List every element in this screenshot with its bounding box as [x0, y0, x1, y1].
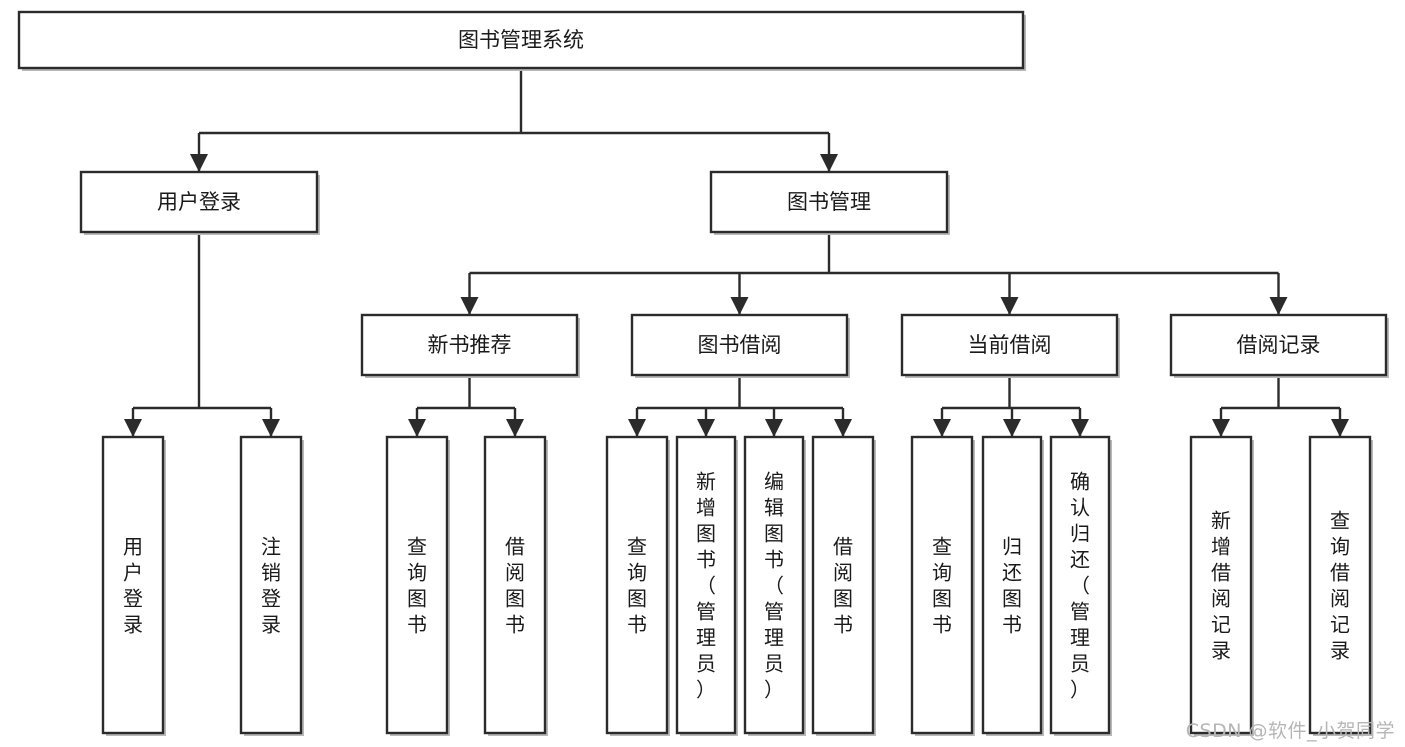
node-label-leaf-borrow-book-1: 借阅图书	[505, 534, 525, 636]
node-box-user-login[interactable]	[79, 170, 319, 234]
node-leaf-add-book[interactable]: 新增图书（管理员）	[675, 435, 738, 736]
node-leaf-return-book[interactable]: 归还图书	[981, 435, 1044, 736]
node-box-new-book-recommend[interactable]	[360, 313, 579, 377]
arrow-head-icon	[1212, 419, 1230, 437]
arrow-head-icon	[834, 419, 852, 437]
node-box-current-borrow[interactable]	[900, 313, 1119, 377]
connector-layer	[124, 68, 1349, 437]
arrow-head-icon	[262, 419, 280, 437]
node-label-leaf-confirm-return: 确认归还（管理员）	[1070, 469, 1090, 701]
node-leaf-logout[interactable]: 注销登录	[239, 435, 304, 736]
node-label-book-borrow: 图书借阅	[698, 333, 782, 357]
node-box-leaf-return-book[interactable]	[981, 435, 1043, 735]
node-user-login[interactable]: 用户登录	[79, 170, 320, 235]
node-layer: 图书管理系统用户登录图书管理新书推荐图书借阅当前借阅借阅记录用户登录注销登录查询…	[17, 10, 1389, 736]
arrow-head-icon	[628, 419, 646, 437]
node-box-leaf-add-record[interactable]	[1189, 435, 1253, 735]
node-label-root: 图书管理系统	[458, 28, 584, 52]
node-leaf-query-book-2[interactable]: 查询图书	[605, 435, 670, 736]
node-box-leaf-user-login[interactable]	[101, 435, 165, 735]
node-label-leaf-query-book-3: 查询图书	[932, 534, 952, 636]
node-label-leaf-edit-book: 编辑图书（管理员）	[764, 469, 784, 701]
node-label-leaf-add-record: 新增借阅记录	[1211, 508, 1231, 662]
node-label-leaf-query-book-2: 查询图书	[627, 534, 647, 636]
node-label-leaf-add-book: 新增图书（管理员）	[696, 469, 716, 701]
node-box-leaf-query-record[interactable]	[1308, 435, 1372, 735]
node-leaf-edit-book[interactable]: 编辑图书（管理员）	[743, 435, 806, 736]
node-label-new-book-recommend: 新书推荐	[428, 333, 512, 357]
node-box-leaf-add-book[interactable]	[675, 435, 737, 735]
arrow-head-icon	[1003, 419, 1021, 437]
arrow-head-icon	[820, 154, 838, 172]
node-leaf-borrow-book-2[interactable]: 借阅图书	[811, 435, 876, 736]
node-box-leaf-logout[interactable]	[239, 435, 303, 735]
node-book-borrow[interactable]: 图书借阅	[630, 313, 850, 378]
node-leaf-add-record[interactable]: 新增借阅记录	[1189, 435, 1254, 736]
node-leaf-query-record[interactable]: 查询借阅记录	[1308, 435, 1373, 736]
node-label-leaf-logout: 注销登录	[261, 534, 281, 636]
node-root[interactable]: 图书管理系统	[17, 10, 1026, 71]
node-box-leaf-borrow-book-1[interactable]	[483, 435, 547, 735]
node-box-leaf-borrow-book-2[interactable]	[811, 435, 875, 735]
node-box-book-manage[interactable]	[709, 170, 949, 234]
node-leaf-user-login[interactable]: 用户登录	[101, 435, 166, 736]
node-box-borrow-record[interactable]	[1169, 313, 1388, 377]
node-label-leaf-user-login: 用户登录	[123, 534, 143, 636]
node-label-leaf-query-record: 查询借阅记录	[1330, 508, 1350, 662]
node-book-manage[interactable]: 图书管理	[709, 170, 950, 235]
arrow-head-icon	[1331, 419, 1349, 437]
arrow-head-icon	[190, 154, 208, 172]
node-label-leaf-query-book-1: 查询图书	[407, 534, 427, 636]
node-box-root[interactable]	[17, 10, 1025, 70]
node-label-current-borrow: 当前借阅	[968, 333, 1052, 357]
arrow-head-icon	[1000, 297, 1019, 315]
node-leaf-query-book-1[interactable]: 查询图书	[385, 435, 450, 736]
node-label-book-manage: 图书管理	[787, 190, 871, 214]
node-box-leaf-query-book-2[interactable]	[605, 435, 669, 735]
arrow-head-icon	[765, 419, 783, 437]
node-leaf-query-book-3[interactable]: 查询图书	[910, 435, 975, 736]
node-borrow-record[interactable]: 借阅记录	[1169, 313, 1389, 378]
node-box-leaf-confirm-return[interactable]	[1049, 435, 1111, 735]
node-box-leaf-query-book-3[interactable]	[910, 435, 974, 735]
node-box-leaf-query-book-1[interactable]	[385, 435, 449, 735]
arrow-head-icon	[506, 419, 524, 437]
node-box-leaf-edit-book[interactable]	[743, 435, 805, 735]
arrow-head-icon	[1071, 419, 1089, 437]
node-new-book-recommend[interactable]: 新书推荐	[360, 313, 580, 378]
arrow-head-icon	[1269, 297, 1288, 315]
arrow-head-icon	[697, 419, 715, 437]
node-label-leaf-return-book: 归还图书	[1002, 534, 1022, 636]
csdn-watermark: CSDN @软件_小贺同学	[1185, 720, 1395, 742]
node-label-leaf-borrow-book-2: 借阅图书	[833, 534, 853, 636]
arrow-head-icon	[460, 297, 479, 315]
node-current-borrow[interactable]: 当前借阅	[900, 313, 1120, 378]
arrow-head-icon	[408, 419, 426, 437]
arrow-head-icon	[933, 419, 951, 437]
node-box-book-borrow[interactable]	[630, 313, 849, 377]
node-leaf-borrow-book-1[interactable]: 借阅图书	[483, 435, 548, 736]
node-label-borrow-record: 借阅记录	[1237, 333, 1321, 357]
arrow-head-icon	[730, 297, 749, 315]
node-label-user-login: 用户登录	[157, 190, 241, 214]
arrow-head-icon	[124, 419, 142, 437]
node-leaf-confirm-return[interactable]: 确认归还（管理员）	[1049, 435, 1112, 736]
